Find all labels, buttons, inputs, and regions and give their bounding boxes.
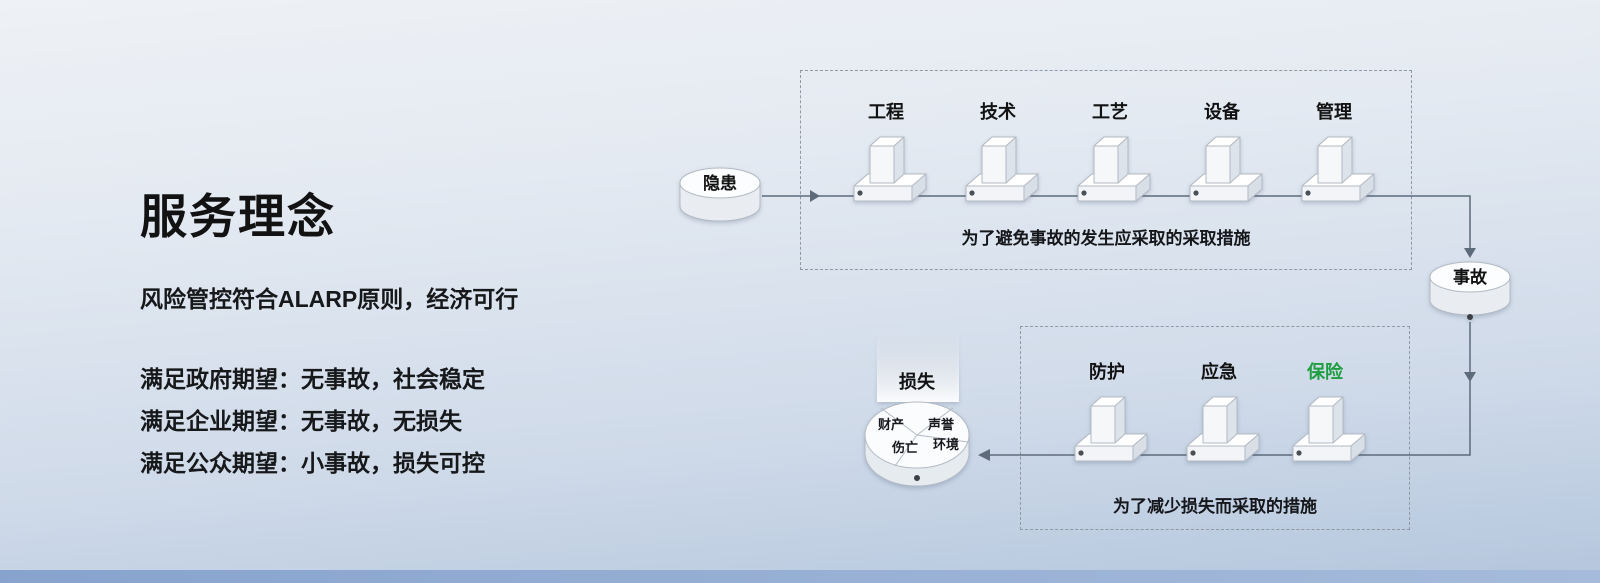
accident-node: 事故	[1427, 260, 1513, 327]
barrier-label: 管理	[1316, 102, 1352, 122]
connector-dot	[914, 475, 920, 481]
expectations-list: 满足政府期望：无事故，社会稳定 满足企业期望：无事故，无损失 满足公众期望：小事…	[140, 358, 485, 484]
loss-glow	[877, 330, 959, 402]
barrier-label: 工艺	[1092, 102, 1128, 122]
page-title: 服务理念	[140, 190, 336, 243]
mitigation-box	[1020, 326, 1410, 530]
barrier-label: 技术	[980, 102, 1016, 122]
expectation-enterprise: 满足企业期望：无事故，无损失	[140, 408, 462, 434]
loss-label: 损失	[899, 371, 936, 392]
expectation-government: 满足政府期望：无事故，社会稳定	[140, 366, 485, 392]
barrier-equipment: 设备	[1167, 100, 1277, 210]
barrier-insurance: 保险	[1270, 360, 1380, 470]
barrier-block-icon	[1173, 386, 1265, 470]
accident-label: 事故	[1453, 267, 1488, 287]
expectation-public: 满足公众期望：小事故，损失可控	[140, 450, 485, 476]
barrier-block-icon	[1288, 126, 1380, 210]
subtitle: 风险管控符合ALARP原则，经济可行	[140, 286, 519, 312]
barrier-technology: 技术	[943, 100, 1053, 210]
loss-segment-environment: 环境	[933, 437, 959, 452]
connector-dot	[1467, 314, 1473, 320]
barrier-block-icon	[1176, 126, 1268, 210]
barrier-label: 应急	[1201, 362, 1237, 382]
mitigation-caption: 为了减少损失而采取的措施	[1113, 497, 1317, 516]
prevention-caption: 为了避免事故的发生应采取的采取措施	[961, 229, 1251, 248]
loss-node: 损失 财产 声誉 伤亡 环境	[855, 330, 985, 500]
barrier-block-icon	[952, 126, 1044, 210]
barrier-label: 设备	[1204, 102, 1240, 122]
barrier-emergency: 应急	[1164, 360, 1274, 470]
loss-pie-dividers	[880, 407, 969, 467]
barrier-block-icon	[1061, 386, 1153, 470]
barrier-management: 管理	[1279, 100, 1389, 210]
barrier-block-icon	[840, 126, 932, 210]
loss-segment-casualty: 伤亡	[891, 440, 918, 455]
arrow-into-accident	[1464, 248, 1476, 258]
barrier-label: 保险	[1307, 362, 1343, 382]
arrow-hazard-to-barriers	[810, 190, 820, 202]
bottom-accent-bar	[0, 570, 1600, 583]
loss-segment-property: 财产	[878, 417, 904, 432]
barrier-engineering: 工程	[831, 100, 941, 210]
barrier-process: 工艺	[1055, 100, 1165, 210]
barrier-label: 工程	[868, 102, 904, 122]
loss-segment-reputation: 声誉	[927, 417, 955, 432]
hazard-label: 隐患	[703, 173, 737, 193]
barrier-label: 防护	[1089, 362, 1125, 382]
prevention-box	[800, 70, 1412, 270]
arrow-accident-down	[1464, 372, 1476, 382]
barrier-protection: 防护	[1052, 360, 1162, 470]
hazard-node: 隐患	[677, 166, 763, 233]
barrier-block-icon	[1279, 386, 1371, 470]
barrier-block-icon	[1064, 126, 1156, 210]
arrow-into-loss	[978, 449, 990, 461]
